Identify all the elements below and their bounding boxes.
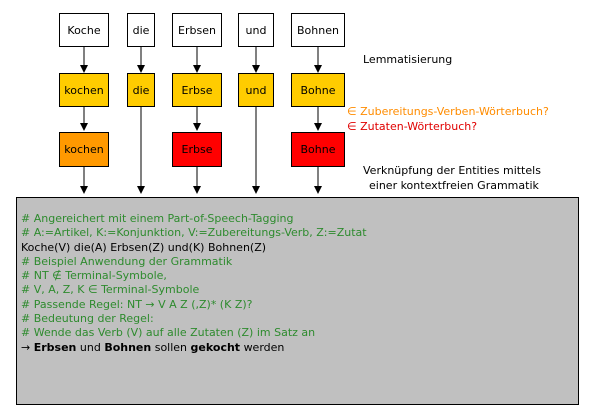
lemma-und: und: [238, 73, 274, 107]
result-werden: werden: [243, 340, 285, 354]
panel-comment-pos-tagging: # Angereichert mit einem Part-of-Speech-…: [21, 212, 294, 225]
lemma-kochen: kochen: [59, 73, 109, 107]
lemma-erbse: Erbse: [172, 73, 222, 107]
panel-result-sentence: → Erbsen und Bohnen sollen gekocht werde…: [21, 341, 578, 355]
panel-comment-nonterminal: # NT ∉ Terminal-Symbole,: [21, 269, 167, 283]
token-erbsen: Erbsen: [172, 13, 222, 47]
result-arrow: →: [21, 340, 31, 354]
token-bohnen: Bohnen: [291, 13, 345, 47]
verb-dictionary-question: ∈ Zubereitungs-Verben-Wörterbuch?: [347, 105, 549, 118]
verknuepfung-label-line1: Verknüpfung der Entities mittels: [363, 164, 541, 177]
panel-comment-terminals: # V, A, Z, K ∈ Terminal-Symbole: [21, 283, 200, 297]
token-und: und: [238, 13, 274, 47]
result-gekocht: gekocht: [190, 340, 241, 354]
result-und: und: [79, 340, 101, 354]
panel-tagged-sentence: Koche(V) die(A) Erbsen(Z) und(K) Bohnen(…: [21, 240, 267, 254]
panel-comment-tag-legend: # A:=Artikel, K:=Konjunktion, V:=Zuberei…: [21, 226, 367, 240]
entity-zutat-erbse: Erbse: [172, 132, 222, 167]
lemma-bohne: Bohne: [291, 73, 345, 107]
token-koche: Koche: [59, 13, 109, 47]
grammar-panel: # Angereichert mit einem Part-of-Speech-…: [16, 197, 579, 405]
result-erbsen: Erbsen: [33, 340, 77, 354]
entity-verb-kochen: kochen: [59, 132, 109, 167]
panel-comment-meaning: # Bedeutung der Regel:: [21, 312, 154, 326]
result-sollen: sollen: [154, 340, 188, 354]
lemmatisierung-label: Lemmatisierung: [363, 53, 453, 66]
result-bohnen: Bohnen: [104, 340, 152, 354]
zutaten-dictionary-question: ∈ Zutaten-Wörterbuch?: [347, 120, 478, 133]
panel-comment-rule: # Passende Regel: NT → V A Z (,Z)* (K Z)…: [21, 297, 253, 311]
token-die: die: [127, 13, 155, 47]
entity-zutat-bohne: Bohne: [291, 132, 345, 167]
panel-comment-example: # Beispiel Anwendung der Grammatik: [21, 254, 233, 268]
panel-comment-apply-verb: # Wende das Verb (V) auf alle Zutaten (Z…: [21, 326, 316, 340]
verknuepfung-label-line2: einer kontextfreien Grammatik: [369, 179, 539, 192]
lemma-die: die: [127, 73, 155, 107]
